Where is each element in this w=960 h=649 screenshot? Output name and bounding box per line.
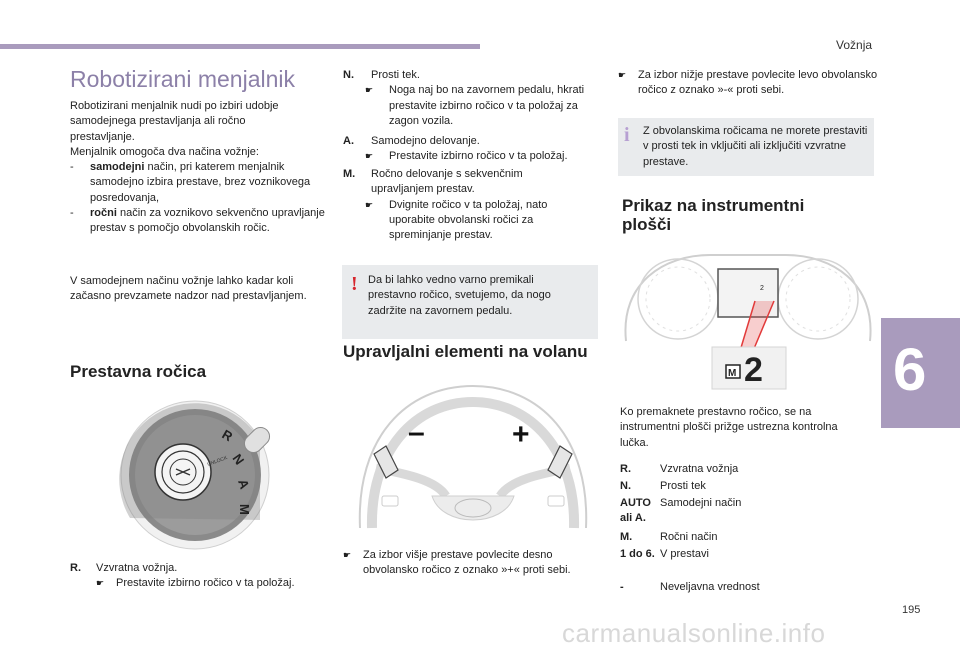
header-accent-bar — [0, 44, 480, 49]
info-box: i Z obvolanskima ročicama ne morete pres… — [618, 118, 874, 176]
lever-subtitle: Prestavna ročica — [70, 362, 207, 381]
page-title: Robotizirani menjalnik — [70, 66, 295, 92]
unlock-button-shape — [243, 426, 271, 454]
intro-line: Menjalnik omogoča dva načina vožnje: — [70, 145, 259, 158]
paddle-plus-label: + — [512, 418, 530, 451]
watermark: carmanualsonline.info — [562, 618, 826, 648]
legend-label: AUTO ali A. — [620, 497, 651, 524]
legend-label: - — [620, 581, 624, 593]
auto-item: A. Samodejno delovanje. ☛ Prestavite izbir… — [343, 134, 603, 165]
page-number: 195 — [902, 604, 921, 616]
legend-text: Prosti tek — [660, 480, 706, 492]
auto-instruction: Prestavite izbirno ročico v ta položaj. — [389, 150, 568, 163]
override-paragraph: V samodejnem načinu vožnje lahko kadar k… — [70, 275, 307, 303]
upshift-instruction: ☛Za izbor višje prestave povlecite desno… — [343, 549, 571, 577]
section-label: Vožnja — [836, 38, 873, 52]
legend-label: 1 do 6. — [620, 548, 655, 560]
display-mode-letter: M — [728, 368, 736, 379]
gear-display-zoom — [711, 346, 787, 390]
neutral-item: N. Prosti tek. ☛ Noga naj bo na zavornem p… — [343, 68, 603, 129]
info-icon: i — [624, 124, 630, 146]
display-gear-number: 2 — [744, 351, 763, 389]
pointer-icon: ☛ — [618, 70, 627, 80]
intro-line: prestavljanje. — [70, 130, 135, 143]
manual-item: M. Ročno delovanje s sekvenčnim upravljan… — [343, 167, 583, 243]
mode-auto-item: -samodejni način, pri katerem menjalnik … — [70, 161, 311, 204]
manual-text: Ročno delovanje s sekvenčnim upravljanje… — [371, 168, 523, 196]
auto-text: Samodejno delovanje. — [371, 135, 480, 147]
neutral-text: Prosti tek. — [371, 69, 420, 81]
paddle-minus-label: – — [408, 416, 425, 449]
warning-text: Da bi lahko vedno varno premikali presta… — [368, 274, 551, 317]
info-text: Z obvolanskima ročicama ne morete presta… — [643, 125, 868, 168]
gear-lever-illustration: R N A M UNLOCK — [119, 400, 271, 550]
reverse-item: R. Vzvratna vožnja. ☛ Prestavite izbirno r… — [70, 561, 320, 592]
legend-label: N. — [620, 480, 631, 492]
manual-instruction: Dvignite ročico v ta položaj, nato upora… — [389, 198, 548, 242]
pointer-icon: ☛ — [365, 151, 374, 162]
reverse-instruction: Prestavite izbirno ročico v ta položaj. — [116, 577, 295, 590]
mode-manual-item: -ročni način za voznikovo sekvenčno upra… — [70, 207, 325, 235]
cluster-gear-indicator: 2 — [760, 285, 764, 292]
display-intro: Ko premaknete prestavno ročico, se na in… — [620, 406, 838, 449]
paddles-subtitle: Upravljalni elementi na volanu — [343, 342, 588, 361]
right-paddle — [547, 445, 573, 479]
reverse-text: Vzvratna vožnja. — [96, 562, 178, 574]
intro-line: Robotizirani menjalnik nudi po izbiri ud… — [70, 100, 279, 112]
legend-text: Vzvratna vožnja — [660, 463, 739, 475]
auto-label: A. — [343, 135, 354, 147]
pointer-icon: ☛ — [96, 578, 105, 589]
pointer-icon: ☛ — [365, 199, 374, 210]
display-subtitle: Prikaz na instrumentni plošči — [622, 196, 805, 234]
reverse-label: R. — [70, 562, 81, 574]
legend-label: R. — [620, 463, 631, 475]
warning-box: ! Da bi lahko vedno varno premikali pres… — [342, 265, 598, 339]
pointer-icon: ☛ — [343, 550, 352, 560]
manual-label: M. — [343, 168, 356, 180]
lever-letter-m: M — [237, 504, 252, 515]
cluster-screen — [717, 268, 779, 318]
legend-text: Neveljavna vrednost — [660, 581, 760, 593]
neutral-label: N. — [343, 69, 354, 81]
pointer-icon: ☛ — [365, 85, 374, 96]
chapter-number: 6 — [893, 336, 927, 403]
neutral-instruction: Noga naj bo na zavornem pedalu, hkrati p… — [389, 84, 585, 127]
legend-text: V prestavi — [660, 548, 709, 560]
legend-label: M. — [620, 531, 633, 543]
exclamation-icon: ! — [351, 273, 358, 295]
left-paddle — [373, 445, 399, 479]
intro-paragraph: Robotizirani menjalnik nudi po izbiri ud… — [70, 99, 325, 237]
downshift-instruction: ☛Za izbor nižje prestave povlecite levo … — [618, 69, 878, 97]
intro-line: samodejnega prestavljanja ali ročno — [70, 115, 246, 128]
steering-wheel-illustration: – + — [358, 384, 588, 529]
legend-text: Samodejni način — [660, 497, 742, 509]
instrument-panel-illustration: 2 M 2 — [624, 254, 872, 390]
chapter-tab — [881, 318, 960, 428]
legend-text: Ročni način — [660, 531, 718, 543]
